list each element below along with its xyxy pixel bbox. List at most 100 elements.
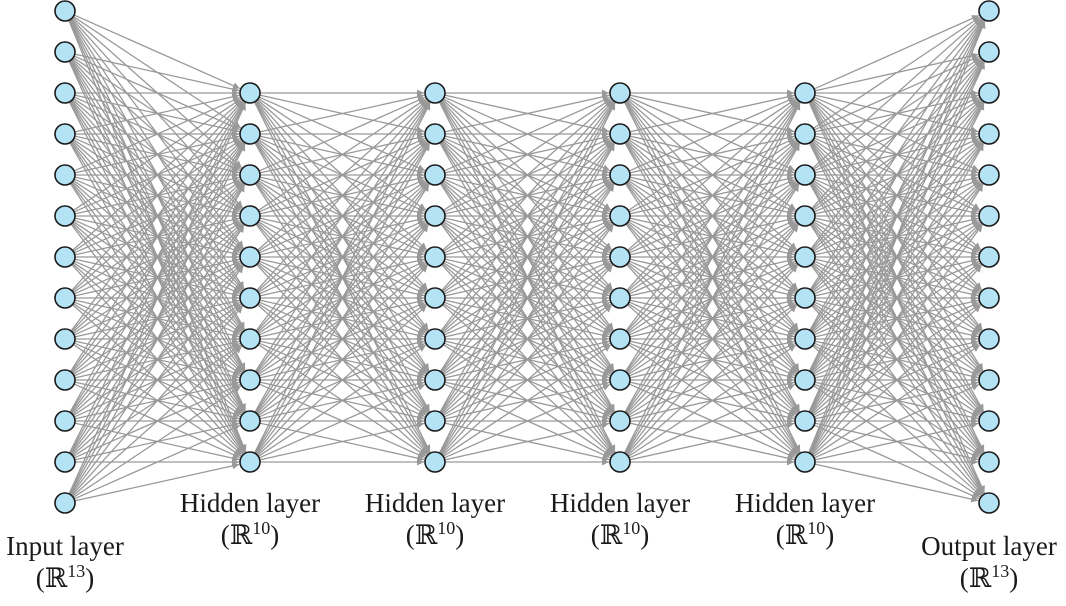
connection-edge bbox=[441, 264, 614, 456]
connection-edge bbox=[257, 98, 427, 212]
connection-edge bbox=[623, 102, 801, 454]
connection-edge bbox=[808, 20, 986, 413]
neuron-node bbox=[54, 410, 76, 432]
connection-edge bbox=[624, 101, 800, 372]
connection-edge bbox=[443, 96, 611, 172]
neuron-node bbox=[794, 205, 816, 227]
neuron-node bbox=[609, 328, 631, 350]
connection-edge bbox=[809, 20, 985, 331]
layer-label-hidden-2-name: Hidden layer bbox=[364, 488, 506, 518]
neuron-node bbox=[978, 287, 1000, 309]
connection-edge bbox=[625, 224, 799, 455]
neuron-node bbox=[424, 82, 446, 104]
connection-edge bbox=[71, 305, 244, 497]
layer-label-output-name: Output layer bbox=[921, 531, 1057, 561]
layer-label-hidden-4-name: Hidden layer bbox=[734, 488, 876, 518]
neuron-node bbox=[54, 164, 76, 186]
connection-edge bbox=[444, 421, 610, 461]
neuron-node bbox=[54, 123, 76, 145]
neuron-node bbox=[424, 164, 446, 186]
neuron-node bbox=[54, 0, 76, 22]
connection-edge bbox=[73, 14, 241, 90]
neuron-node bbox=[978, 492, 1000, 514]
connection-edge bbox=[626, 264, 799, 456]
connection-edge bbox=[439, 102, 616, 413]
neuron-node bbox=[424, 205, 446, 227]
neuron-node bbox=[424, 410, 446, 432]
neuron-node bbox=[978, 246, 1000, 268]
neuron-node bbox=[978, 164, 1000, 186]
connection-edges bbox=[68, 14, 986, 503]
connection-edge bbox=[69, 224, 245, 495]
connection-edge bbox=[628, 96, 796, 172]
connection-edge bbox=[625, 101, 799, 332]
layer-label-input: Input layer (ℝ13) bbox=[6, 530, 124, 594]
neuron-node bbox=[54, 205, 76, 227]
connection-edge bbox=[443, 383, 611, 459]
connection-edge bbox=[627, 98, 797, 212]
connection-edge bbox=[255, 224, 429, 455]
neuron-node bbox=[609, 287, 631, 309]
connection-edge bbox=[71, 100, 244, 292]
neuron-node bbox=[54, 82, 76, 104]
layer-label-hidden-1: Hidden layer (ℝ10) bbox=[180, 487, 320, 551]
neuron-node bbox=[239, 287, 261, 309]
neuron-node bbox=[239, 205, 261, 227]
connection-edge bbox=[258, 96, 426, 172]
connection-edge bbox=[809, 143, 985, 454]
neuron-node bbox=[609, 82, 631, 104]
neuron-node bbox=[609, 369, 631, 391]
connection-edge bbox=[257, 99, 428, 251]
connection-edge bbox=[812, 344, 981, 457]
connection-edge bbox=[70, 101, 244, 332]
neuron-node bbox=[609, 205, 631, 227]
neuron-node bbox=[239, 369, 261, 391]
connection-edge bbox=[259, 93, 425, 133]
connection-edge bbox=[627, 99, 798, 251]
connection-edge bbox=[259, 421, 425, 461]
neuron-node bbox=[239, 82, 261, 104]
neuron-node bbox=[424, 123, 446, 145]
connection-edge bbox=[624, 183, 800, 454]
neuron-node bbox=[609, 164, 631, 186]
connection-edge bbox=[441, 100, 614, 292]
neuron-node bbox=[978, 0, 1000, 22]
connection-edge bbox=[814, 463, 979, 503]
connection-edge bbox=[74, 462, 240, 502]
connection-edge bbox=[74, 93, 240, 133]
layer-label-hidden-3-dim: (ℝ10) bbox=[590, 518, 650, 550]
connection-edge bbox=[73, 424, 241, 500]
neuron-nodes bbox=[54, 0, 1000, 514]
layer-label-input-name: Input layer bbox=[6, 531, 124, 561]
connection-edge bbox=[440, 101, 614, 332]
neuron-node bbox=[978, 123, 1000, 145]
neuron-node bbox=[54, 451, 76, 473]
neuron-node bbox=[424, 451, 446, 473]
connection-edge bbox=[811, 18, 983, 209]
connection-edge bbox=[73, 96, 241, 172]
neuron-node bbox=[239, 246, 261, 268]
connection-edge bbox=[442, 98, 612, 212]
layer-label-hidden-3-name: Hidden layer bbox=[549, 488, 691, 518]
layer-label-hidden-1-dim: (ℝ10) bbox=[220, 518, 280, 550]
neuron-node bbox=[239, 451, 261, 473]
neuron-node bbox=[54, 492, 76, 514]
neuron-node bbox=[424, 287, 446, 309]
connection-edge bbox=[811, 264, 983, 455]
neuron-node bbox=[978, 369, 1000, 391]
neuron-node bbox=[794, 410, 816, 432]
connection-edge bbox=[257, 304, 428, 456]
neuron-node bbox=[794, 246, 816, 268]
connection-edge bbox=[444, 93, 610, 133]
neuron-node bbox=[424, 328, 446, 350]
neuron-node bbox=[239, 123, 261, 145]
connection-edge bbox=[254, 143, 431, 454]
connection-edge bbox=[808, 20, 986, 453]
neuron-node bbox=[978, 205, 1000, 227]
neuron-node bbox=[794, 328, 816, 350]
connection-edge bbox=[69, 101, 245, 372]
neuron-node bbox=[978, 41, 1000, 63]
connection-edge bbox=[808, 102, 985, 454]
connection-edge bbox=[439, 143, 616, 454]
connection-edge bbox=[626, 100, 799, 292]
